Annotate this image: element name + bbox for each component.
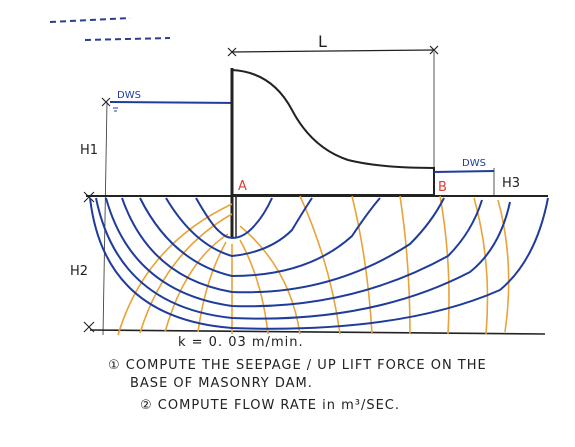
head-tick-top (101, 97, 111, 107)
equipotential-line (399, 195, 411, 335)
flow-line (139, 197, 381, 278)
equipotential-line (497, 199, 510, 333)
task-2: ② COMPUTE FLOW RATE in m³/SEC. (140, 398, 401, 413)
permeability-label: k = 0. 03 m/min. (178, 335, 304, 350)
equipotential-line (439, 195, 450, 335)
point-a-label: A (238, 179, 247, 194)
equipotential-lines (117, 195, 510, 336)
upstream-water-symbol (113, 107, 118, 112)
length-tick-left (227, 47, 237, 57)
impervious-base-line (89, 329, 546, 335)
task-1-line-2: BASE OF MASONRY DAM. (130, 376, 313, 391)
flow-lines (89, 197, 549, 330)
equipotential-line (351, 195, 373, 335)
masonry-dam (231, 68, 435, 196)
flow-line (105, 197, 483, 308)
task-1-line-1: ① COMPUTE THE SEEPAGE / UP LIFT FORCE ON… (108, 358, 487, 373)
upstream-water-line (109, 101, 241, 104)
equipotential-line (239, 239, 269, 335)
equipotential-line (197, 241, 227, 333)
equipotential-line (139, 213, 233, 334)
soil-depth-label: H2 (70, 264, 88, 279)
head-downstream-label: H3 (502, 176, 520, 191)
point-b-label: B (438, 180, 447, 195)
length-tick-right (429, 45, 439, 55)
equipotential-line (164, 233, 229, 333)
downstream-water-line (433, 170, 495, 173)
flow-line (95, 197, 511, 320)
flow-line (195, 197, 273, 239)
upstream-water-label: DWS (117, 90, 141, 101)
flow-line (165, 197, 313, 258)
length-label: L (318, 32, 327, 51)
length-dimension-line (231, 49, 435, 53)
head-upstream-label: H1 (80, 143, 98, 158)
equipotential-line (239, 225, 301, 335)
head-dimension-line (102, 101, 108, 336)
flow-line (121, 197, 445, 294)
scribble-mark (49, 17, 171, 41)
equipotential-line (299, 195, 341, 335)
downstream-water-label: DWS (462, 158, 486, 169)
flow-line (89, 197, 549, 330)
